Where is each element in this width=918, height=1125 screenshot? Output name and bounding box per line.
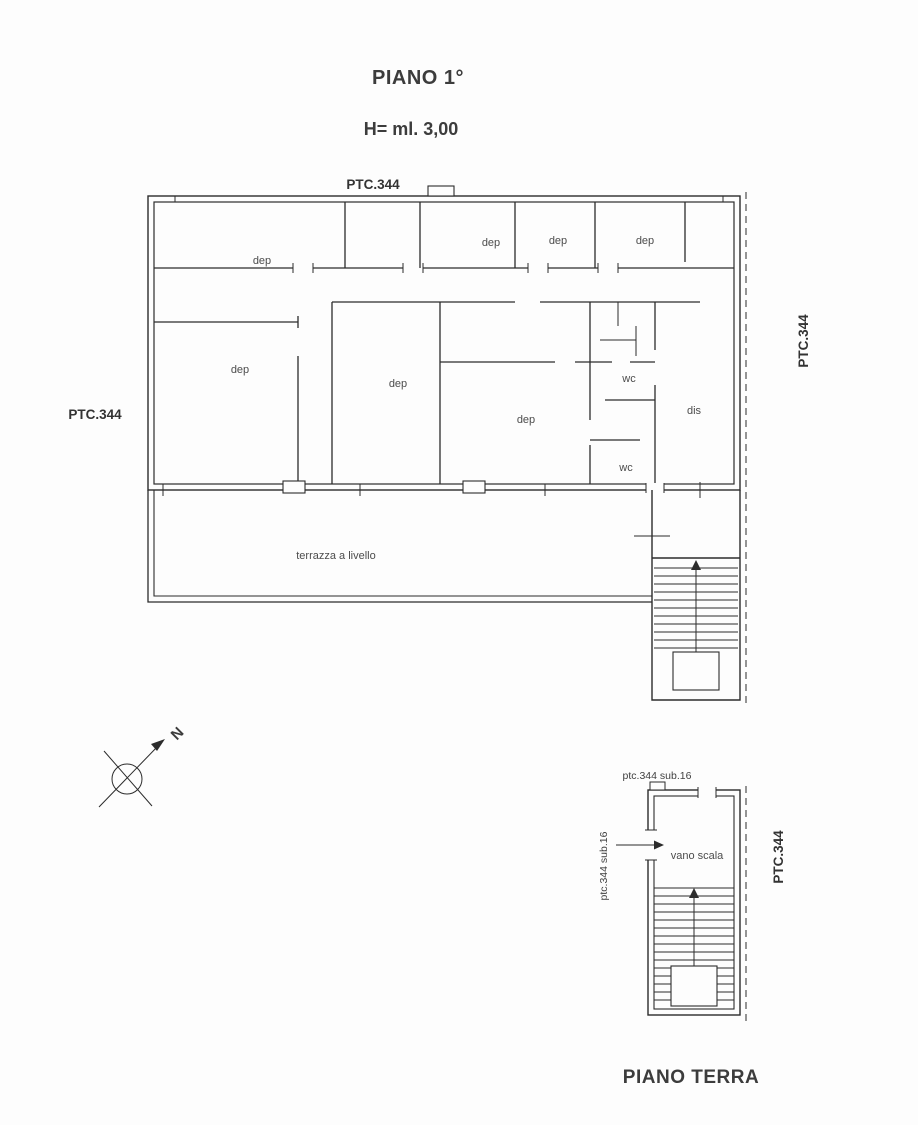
- stair-enclosure: [651, 490, 741, 701]
- north-label: N: [168, 724, 188, 744]
- gf-cadastral-label-right: PTC.344: [771, 830, 786, 884]
- wc-partition-details: [600, 302, 637, 356]
- gf-exterior-wall-inner: [653, 795, 735, 1010]
- first-floor-height-note: H= ml. 3,00: [364, 119, 459, 139]
- room-label-dep-top-3: dep: [549, 235, 567, 247]
- room-label-wc-upper: wc: [621, 373, 636, 385]
- gf-top-opening-jambs: [697, 787, 717, 798]
- exterior-wall-inner: [153, 201, 735, 485]
- stair-landing: [672, 651, 720, 691]
- cadastral-label-right: PTC.344: [796, 314, 811, 368]
- gf-stair-landing: [670, 965, 718, 1007]
- north-arrow-icon: [151, 739, 165, 751]
- cadastral-label-left: PTC.344: [68, 407, 122, 422]
- gf-entry-arrow-icon: [654, 840, 664, 850]
- gf-cadastral-label-left: ptc.344 sub.16: [598, 831, 610, 900]
- top-wall-notch: [427, 185, 455, 197]
- room-label-dep-mid-left: dep: [231, 364, 249, 376]
- gf-top-notch: [649, 781, 666, 791]
- room-label-dep-top-right: dep: [636, 235, 654, 247]
- terrace-door-opening: [646, 483, 664, 492]
- room-label-dep-mid-right: dep: [517, 414, 535, 426]
- gf-cadastral-label-top: ptc.344 sub.16: [623, 770, 692, 782]
- gf-stairwell-label: vano scala: [671, 850, 724, 862]
- cadastral-label-top: PTC.344: [346, 177, 400, 192]
- room-label-dep-top-2: dep: [482, 237, 500, 249]
- terrace-outline-outer: [147, 490, 652, 603]
- ground-floor-plan: ptc.344 sub.16 ptc.344 sub.16 PTC.344: [598, 770, 786, 1088]
- ground-floor-title: PIANO TERRA: [623, 1067, 759, 1088]
- window-marker-2: [462, 480, 486, 494]
- door-jamb-ticks: [174, 196, 724, 273]
- gf-top-opening: [698, 787, 716, 798]
- north-compass: N: [98, 724, 188, 808]
- room-label-dep-top-left: dep: [253, 255, 271, 267]
- first-floor-stairs: [634, 490, 741, 701]
- sheet-titles: PIANO 1° H= ml. 3,00: [364, 67, 464, 139]
- gf-stair-up-arrow-icon: [689, 888, 699, 898]
- room-label-wc-lower: wc: [618, 462, 633, 474]
- gf-entry-jambs: [645, 829, 657, 861]
- stair-up-arrow-icon: [691, 560, 701, 570]
- first-floor-plan: PTC.344 PTC.344 PTC.344: [68, 177, 811, 708]
- compass-cross-lines: [98, 745, 159, 808]
- terrace-outline-inner: [153, 490, 652, 597]
- terrace-label: terrazza a livello: [296, 550, 375, 562]
- room-label-dep-mid-center: dep: [389, 378, 407, 390]
- gf-exterior-wall-outer: [647, 789, 741, 1016]
- interior-walls: [154, 202, 734, 484]
- compass-circle-icon: [111, 763, 143, 795]
- first-floor-title: PIANO 1°: [372, 67, 464, 89]
- window-marker-1: [282, 480, 306, 494]
- room-label-dis: dis: [687, 405, 702, 417]
- bottom-wall-ticks: [162, 482, 701, 498]
